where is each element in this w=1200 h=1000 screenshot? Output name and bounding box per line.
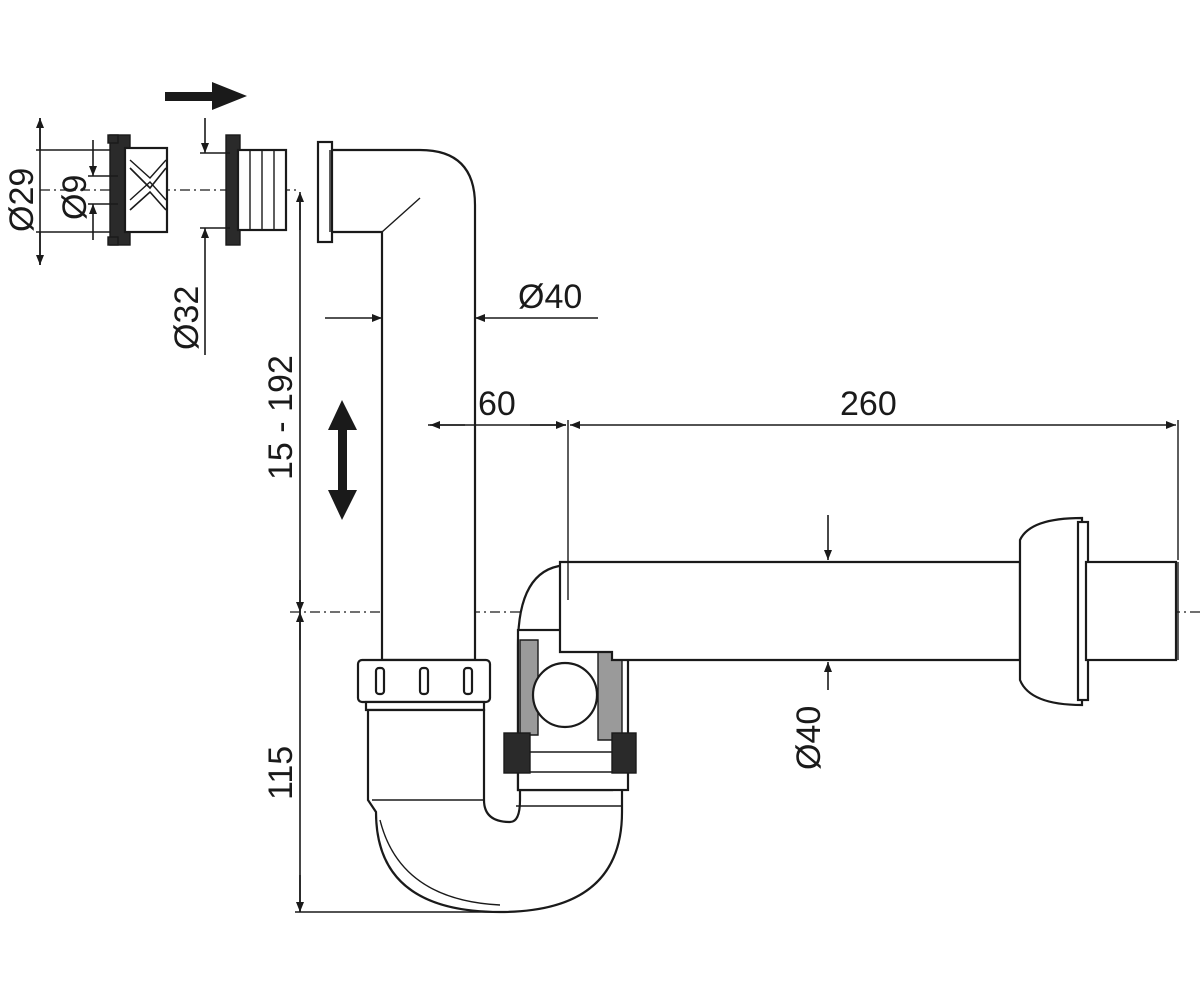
dim-d29: Ø29 (3, 118, 110, 265)
dim-label-d32: Ø32 (168, 286, 206, 350)
double-arrow-vertical-icon (328, 400, 357, 520)
dim-d40-top: Ø40 (325, 278, 598, 322)
dim-range-height: 15 - 192 (262, 192, 304, 612)
dim-label-260: 260 (840, 385, 897, 423)
trap-outlet-section (503, 563, 637, 792)
dim-label-115: 115 (262, 746, 300, 800)
dim-length-260: 260 (570, 385, 1179, 560)
arrow-right-icon (165, 82, 247, 110)
dim-label-range: 15 - 192 (262, 355, 300, 480)
dim-label-60: 60 (478, 385, 516, 423)
dim-label-d9: Ø9 (56, 175, 94, 220)
dim-height-115: 115 (262, 612, 500, 913)
dim-d32: Ø32 (168, 118, 230, 355)
dim-label-d29: Ø29 (3, 168, 41, 232)
inlet-pipe-assembly (316, 140, 477, 662)
union-nut (356, 658, 492, 712)
dim-label-d40-top: Ø40 (518, 278, 582, 316)
outlet-pipe (558, 516, 1179, 707)
dim-offset-60: 60 (428, 385, 569, 600)
dim-d40-side: Ø40 (790, 515, 832, 770)
adapter-32 (225, 134, 288, 246)
reducer-adapter-9-29 (107, 134, 169, 246)
dim-label-d40-side: Ø40 (790, 706, 828, 770)
dim-d9: Ø9 (56, 140, 118, 240)
u-trap (366, 708, 624, 914)
